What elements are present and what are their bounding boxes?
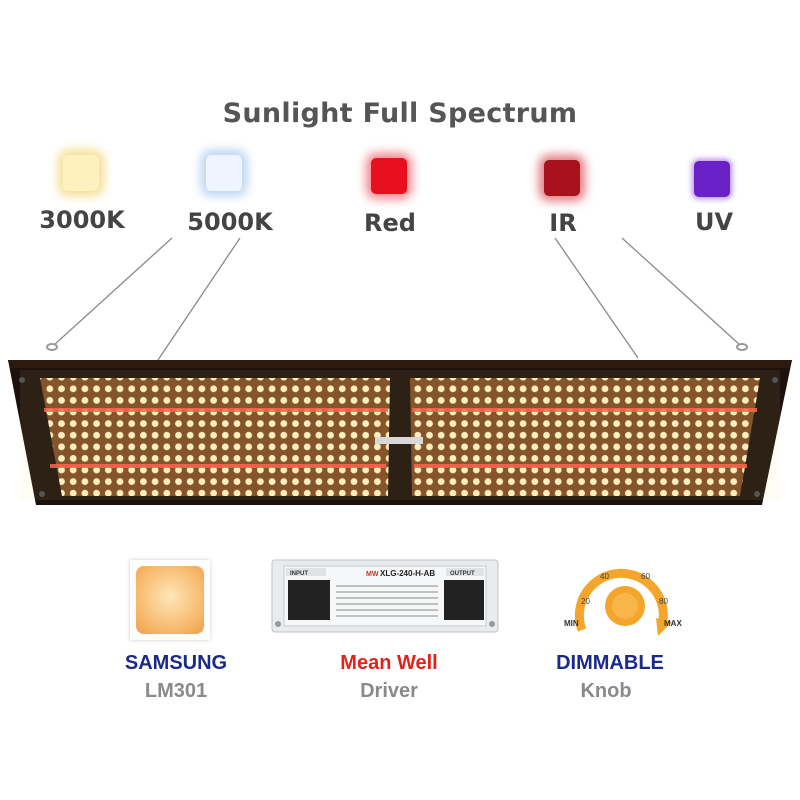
spectrum-label-ir: IR <box>549 209 577 237</box>
knob-tick-40: 40 <box>600 572 609 581</box>
knob-tick-60: 60 <box>641 572 650 581</box>
feature-subtitle-lm301: LM301 <box>144 680 208 702</box>
spectrum-label-3000k: 3000K <box>39 206 125 234</box>
uv-led-icon <box>694 161 730 197</box>
board-connector <box>375 437 423 444</box>
driver-output-label: OUTPUT <box>450 571 475 577</box>
knob-tick-80: 80 <box>659 597 668 606</box>
hanging-wires <box>53 237 741 361</box>
dimmer-knob-icon: 20 40 60 80 MIN MAX <box>564 568 682 636</box>
knob-min-label: MIN <box>564 619 579 628</box>
driver-brand: MW <box>366 571 379 578</box>
page-title: Sunlight Full Spectrum <box>222 98 578 129</box>
knob-max-label: MAX <box>664 619 682 628</box>
driver-input-label: INPUT <box>290 571 308 577</box>
led-chip-icon <box>130 560 210 640</box>
feature-subtitle-driver: Driver <box>360 680 418 702</box>
feature-title-dimmable: DIMMABLE <box>556 652 664 674</box>
knob-tick-20: 20 <box>581 597 590 606</box>
red-led-icon <box>371 158 407 194</box>
feature-title-mean-well: Mean Well <box>340 652 438 674</box>
driver-icon: INPUT MW XLG-240-H-AB OUTPUT <box>271 559 499 633</box>
cool-white-led-icon <box>206 155 242 191</box>
feature-subtitle-knob: Knob <box>580 680 632 702</box>
infrared-led-icon <box>544 160 580 196</box>
red-led-rows <box>44 408 757 468</box>
spectrum-label-red: Red <box>364 209 416 237</box>
warm-white-led-icon <box>63 155 99 191</box>
driver-model: XLG-240-H-AB <box>380 569 435 578</box>
hanging-hooks <box>46 343 748 351</box>
spectrum-label-uv: UV <box>694 208 734 236</box>
panel-screws <box>19 377 778 497</box>
spectrum-label-5000k: 5000K <box>187 208 273 236</box>
feature-title-samsung: SAMSUNG <box>124 652 228 674</box>
